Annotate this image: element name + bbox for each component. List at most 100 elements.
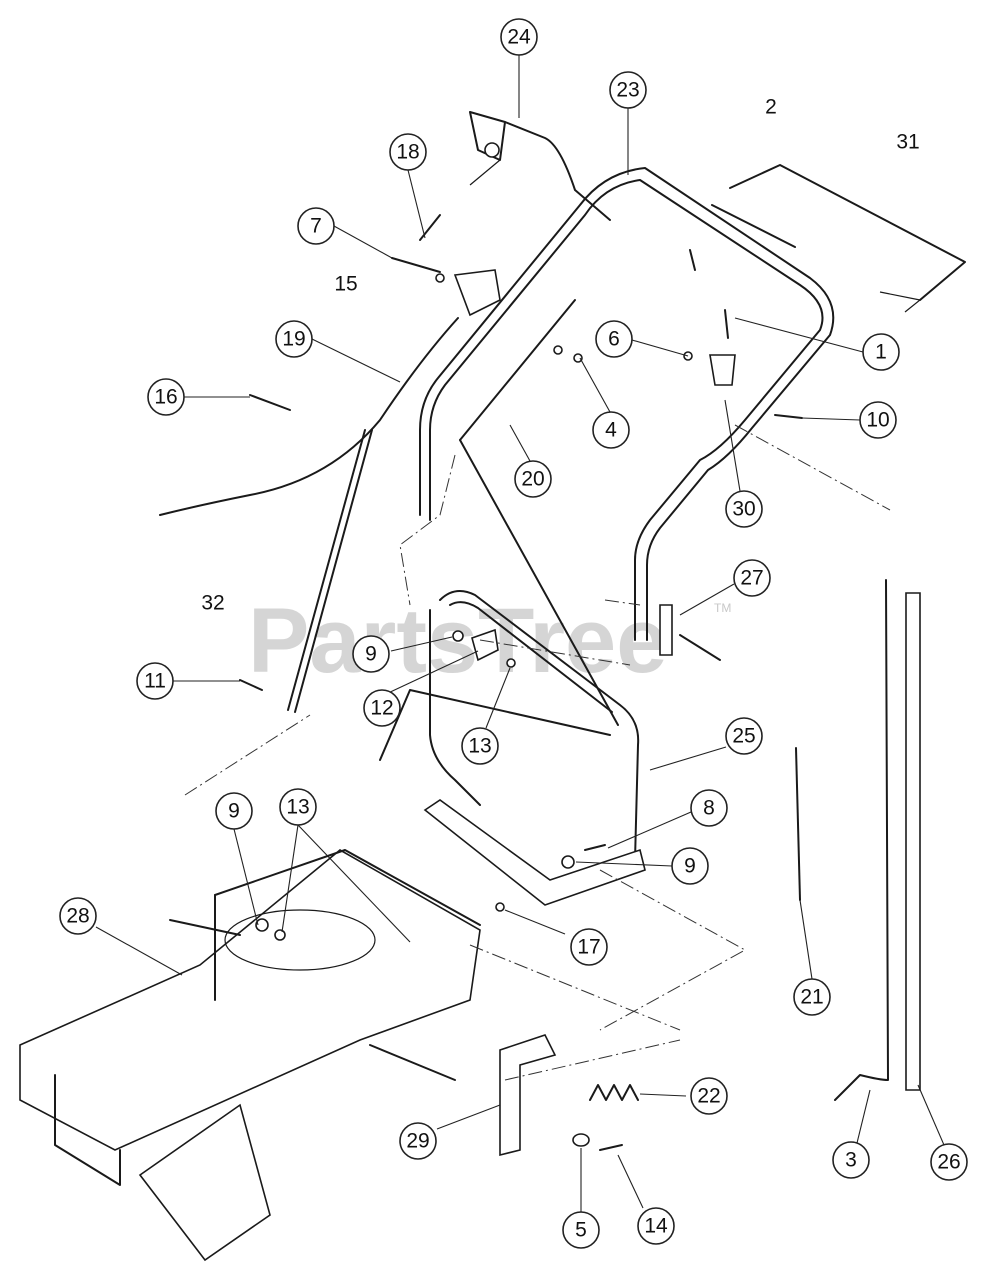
callout-5[interactable]: 5 (562, 1211, 600, 1249)
nut-17 (495, 902, 505, 912)
callout-13-upper[interactable]: 13 (461, 727, 499, 765)
control-rod (689, 164, 966, 313)
callout-24[interactable]: 24 (500, 18, 538, 56)
svg-text:23: 23 (616, 79, 639, 102)
callout-14[interactable]: 14 (637, 1207, 675, 1245)
upper-handle (419, 167, 835, 641)
callout-29[interactable]: 29 (399, 1122, 437, 1160)
svg-text:7: 7 (310, 215, 322, 238)
callout-27[interactable]: 27 (733, 559, 771, 597)
washer-9a (452, 630, 464, 642)
nut-13a (506, 658, 516, 668)
leader-lines (95, 55, 945, 1212)
callout-25[interactable]: 25 (725, 717, 763, 755)
callout-12[interactable]: 12 (363, 689, 401, 727)
svg-text:14: 14 (644, 1215, 668, 1238)
lower-handle (429, 590, 640, 861)
spring-link (379, 689, 611, 761)
svg-text:18: 18 (396, 141, 419, 164)
nut-4a (553, 345, 563, 355)
callout-10[interactable]: 10 (859, 401, 897, 439)
svg-text:6: 6 (608, 328, 620, 351)
callout-26[interactable]: 26 (930, 1143, 968, 1181)
svg-text:1: 1 (875, 341, 887, 364)
brace-rod-left (294, 429, 373, 713)
washer-5 (572, 1133, 590, 1147)
svg-text:25: 25 (732, 725, 755, 748)
svg-text:27: 27 (740, 567, 763, 590)
svg-text:10: 10 (866, 409, 889, 432)
svg-text:5: 5 (575, 1219, 587, 1242)
svg-text:11: 11 (144, 670, 166, 693)
label-32: 32 (201, 592, 224, 615)
callout-17[interactable]: 17 (570, 928, 608, 966)
svg-text:28: 28 (66, 905, 89, 928)
pin-14 (599, 1144, 623, 1151)
svg-text:21: 21 (800, 986, 823, 1009)
label-15: 15 (334, 273, 357, 296)
knob-12 (471, 628, 499, 662)
callout-3[interactable]: 3 (832, 1141, 870, 1179)
watermark-tm: TM (714, 601, 731, 615)
callout-16[interactable]: 16 (147, 378, 185, 416)
svg-text:29: 29 (406, 1130, 429, 1153)
cable-clamp (391, 214, 501, 317)
part-drawings (19, 111, 966, 1262)
chassis-frame (19, 849, 481, 1262)
callout-8[interactable]: 8 (690, 789, 728, 827)
long-link-rod (459, 439, 619, 726)
bracket-30 (709, 354, 736, 386)
svg-text:4: 4 (605, 419, 617, 442)
svg-text:15: 15 (334, 273, 357, 296)
callout-30[interactable]: 30 (725, 490, 763, 528)
tube-26 (905, 592, 921, 1091)
svg-text:13: 13 (468, 735, 491, 758)
bracket-29 (499, 1034, 557, 1157)
callouts: 24 23 2 31 18 7 15 1 6 19 16 10 4 20 30 … (59, 18, 968, 1249)
callout-1[interactable]: 1 (862, 333, 900, 371)
svg-text:17: 17 (577, 936, 600, 959)
washer-9c (561, 855, 575, 869)
svg-text:31: 31 (896, 131, 919, 154)
callout-28[interactable]: 28 (59, 897, 97, 935)
bolt-10 (774, 414, 803, 419)
callout-6[interactable]: 6 (595, 320, 633, 358)
callout-21[interactable]: 21 (793, 978, 831, 1016)
link-rod (459, 299, 576, 441)
cable-bracket (469, 111, 611, 221)
svg-text:2: 2 (765, 96, 777, 119)
callout-7[interactable]: 7 (297, 207, 335, 245)
callout-23[interactable]: 23 (609, 71, 647, 109)
handle-mount-plate (423, 799, 646, 906)
callout-20[interactable]: 20 (514, 460, 552, 498)
svg-text:26: 26 (937, 1151, 960, 1174)
svg-text:19: 19 (282, 328, 305, 351)
rod-21 (795, 747, 801, 901)
svg-text:22: 22 (697, 1085, 720, 1108)
bolt-8 (584, 844, 606, 851)
callout-22[interactable]: 22 (690, 1077, 728, 1115)
spring-22 (589, 1084, 639, 1101)
callout-19[interactable]: 19 (275, 320, 313, 358)
callout-9-left[interactable]: 9 (215, 792, 253, 830)
callout-11[interactable]: 11 (136, 662, 174, 700)
label-2: 2 (765, 96, 777, 119)
svg-text:9: 9 (228, 800, 240, 823)
callout-13-left[interactable]: 13 (279, 788, 317, 826)
svg-text:9: 9 (684, 855, 696, 878)
svg-text:32: 32 (201, 592, 224, 615)
label-31: 31 (896, 131, 919, 154)
bolt-16 (249, 394, 291, 411)
callout-9-right[interactable]: 9 (671, 847, 709, 885)
svg-text:16: 16 (154, 386, 177, 409)
brace-rod-right (287, 429, 366, 711)
cable-3 (834, 579, 889, 1101)
callout-9-upper[interactable]: 9 (352, 635, 390, 673)
svg-text:30: 30 (732, 498, 755, 521)
svg-text:12: 12 (370, 697, 393, 720)
callout-18[interactable]: 18 (389, 133, 427, 171)
svg-text:9: 9 (365, 643, 377, 666)
svg-text:8: 8 (703, 797, 715, 820)
callout-4[interactable]: 4 (592, 411, 630, 449)
